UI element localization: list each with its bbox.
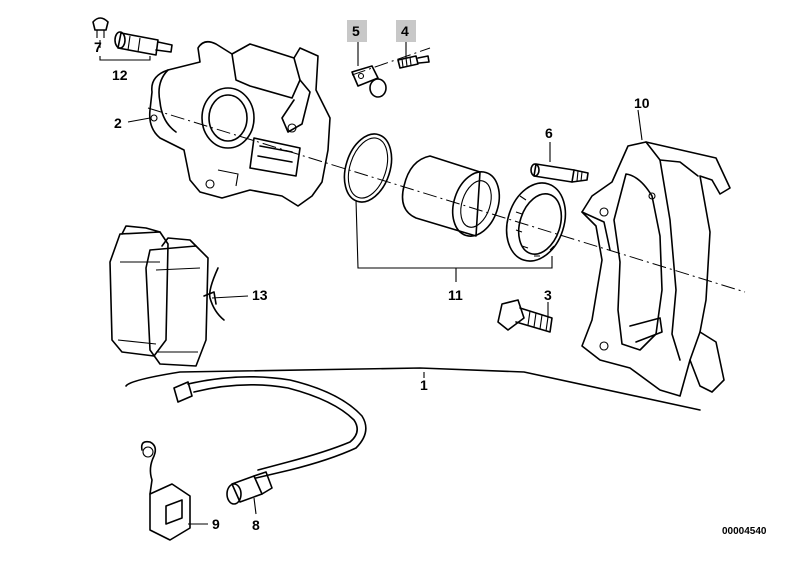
- part-1-bracket-line: [125, 367, 701, 411]
- diagram-code: 00004540: [722, 526, 767, 537]
- guide-pin-part-6[interactable]: [530, 163, 589, 183]
- callout-8[interactable]: 8: [252, 517, 260, 533]
- callout-4[interactable]: 4: [401, 23, 409, 39]
- bleed-valve-part-5[interactable]: [351, 65, 387, 98]
- sensor-connector-part-8[interactable]: [226, 471, 273, 505]
- sensor-holder-part-9[interactable]: [140, 440, 191, 541]
- callout-9[interactable]: 9: [212, 516, 220, 532]
- caliper-carrier-part-10[interactable]: [581, 141, 731, 397]
- caliper-piston[interactable]: [401, 155, 508, 242]
- dust-boot[interactable]: [497, 175, 575, 268]
- bleeder-screw-part-4[interactable]: [397, 55, 430, 69]
- guide-bolt-part-12[interactable]: [114, 31, 173, 56]
- anti-rattle-spring-part-13[interactable]: [203, 267, 225, 321]
- bolt-cap-part-7[interactable]: [92, 17, 109, 38]
- callout-6[interactable]: 6: [545, 125, 553, 141]
- callout-5-highlight: [347, 20, 367, 42]
- wear-sensor-cable-part-1[interactable]: [173, 376, 367, 479]
- callout-11[interactable]: 11: [448, 287, 463, 303]
- callout-2[interactable]: 2: [114, 115, 122, 131]
- brake-pad-inner[interactable]: [109, 225, 169, 357]
- callout-10[interactable]: 10: [634, 95, 650, 111]
- piston-seal-ring[interactable]: [336, 128, 399, 208]
- leader-lines: [99, 38, 643, 525]
- carrier-bolt-part-3[interactable]: [497, 299, 553, 333]
- callout-13[interactable]: 13: [252, 287, 268, 303]
- callout-12[interactable]: 12: [112, 67, 128, 83]
- caliper-housing-part-2[interactable]: [148, 40, 331, 207]
- callout-3[interactable]: 3: [544, 287, 552, 303]
- callout-7[interactable]: 7: [94, 39, 102, 55]
- callout-1[interactable]: 1: [420, 377, 428, 393]
- center-axis: [147, 47, 746, 293]
- callout-5[interactable]: 5: [352, 23, 360, 39]
- brake-pad-outer[interactable]: [145, 237, 209, 367]
- callout-4-highlight: [396, 20, 416, 42]
